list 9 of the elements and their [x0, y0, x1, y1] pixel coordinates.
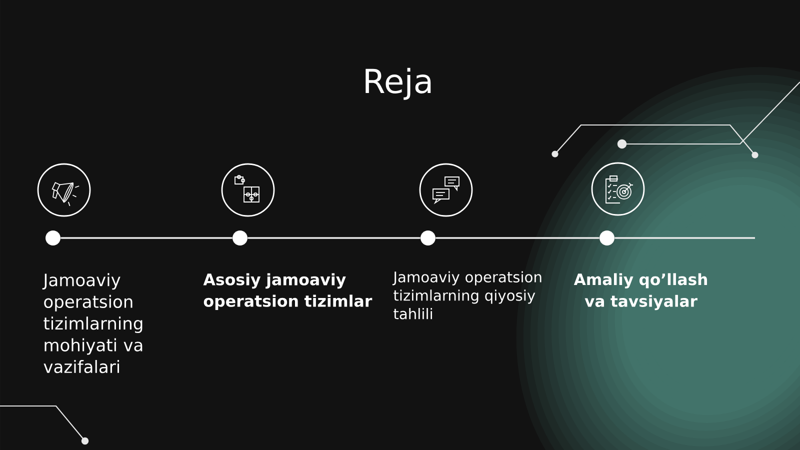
timeline-line — [248, 237, 420, 239]
step-text: Jamoaviy operatsion tizimlarning qiyosiy tahlili — [392, 271, 542, 320]
timeline-line — [436, 237, 600, 239]
timeline-line — [614, 237, 755, 239]
title: Reja — [366, 68, 431, 100]
step-text: Asosiy jamoaviy operatsion tizimlar — [203, 273, 372, 310]
step-text: Amaliy qo’llash va tavsiyalar — [574, 273, 707, 310]
timeline-line — [60, 237, 232, 239]
step-text: Jamoaviy operatsion tizimlarning mohiyati va vazifalari — [42, 273, 142, 374]
